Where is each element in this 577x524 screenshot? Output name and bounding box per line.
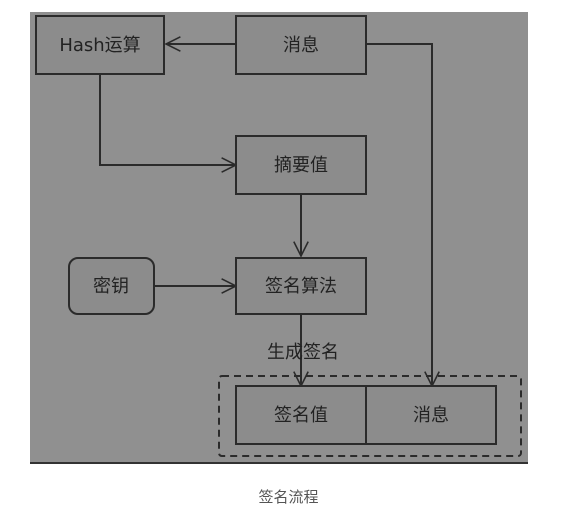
node-key: 密钥 xyxy=(68,257,155,315)
arrow-message-to-output-message xyxy=(366,43,432,386)
svg-text:摘要值: 摘要值 xyxy=(274,155,328,176)
svg-text:签名算法: 签名算法 xyxy=(265,276,337,297)
node-signature-value: 签名值 xyxy=(235,385,367,445)
node-digest: 摘要值 xyxy=(235,135,367,195)
svg-text:Hash运算: Hash运算 xyxy=(59,35,140,56)
node-message: 消息 xyxy=(235,15,367,75)
svg-text:签名值: 签名值 xyxy=(274,405,328,426)
svg-text:消息: 消息 xyxy=(413,405,449,426)
figure-caption: 签名流程 xyxy=(258,488,319,506)
node-hash: Hash运算 xyxy=(35,15,165,75)
node-message-output: 消息 xyxy=(365,385,497,445)
node-signature-algorithm: 签名算法 xyxy=(235,257,367,315)
svg-text:密钥: 密钥 xyxy=(93,276,129,297)
signature-flow-diagram: Hash运算 消息 摘要值 密钥 签名算法 签名值 消息 生成签名 xyxy=(30,12,528,464)
signed-output-group xyxy=(218,375,522,457)
svg-text:消息: 消息 xyxy=(283,35,319,56)
arrow-hash-to-digest xyxy=(99,74,236,165)
edge-label-generate-signature: 生成签名 xyxy=(267,342,339,363)
